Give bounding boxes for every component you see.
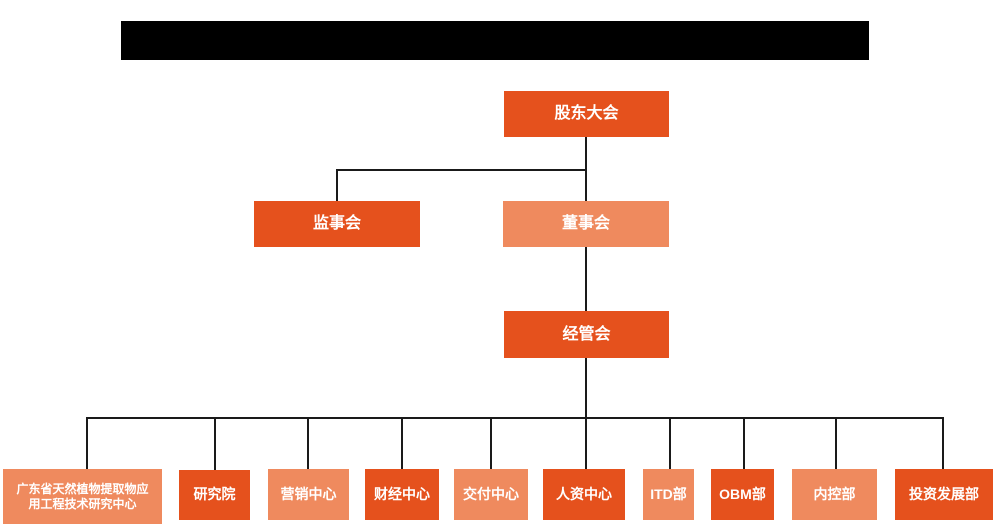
connector-line [835,417,837,470]
node-obm-department: OBM部 [711,469,774,520]
connector-line [669,417,671,470]
connector-line [401,417,403,470]
node-research-institute: 研究院 [179,470,250,520]
node-delivery-center: 交付中心 [454,469,528,520]
connector-line [585,169,587,201]
node-management-committee: 经管会 [504,311,669,358]
connector-line [307,417,309,470]
connector-line [585,358,587,417]
node-hr-center: 人资中心 [543,469,625,520]
node-board-of-directors: 董事会 [503,201,669,247]
connector-line [585,137,587,170]
connector-line [942,417,944,470]
node-shareholders-meeting: 股东大会 [504,91,669,137]
node-investment-development-department: 投资发展部 [895,469,993,520]
redacted-title-bar [121,21,869,60]
connector-line [336,169,338,201]
connector-line [585,417,587,470]
connector-line [585,247,587,311]
node-itd-department: ITD部 [643,469,694,520]
connector-line [743,417,745,470]
node-marketing-center: 营销中心 [268,469,349,520]
connector-line [86,417,944,419]
node-finance-center: 财经中心 [365,469,439,520]
connector-line [336,169,587,171]
node-supervisory-board: 监事会 [254,201,420,247]
connector-line [490,417,492,470]
connector-line [86,417,88,470]
connector-line [214,417,216,470]
node-research-center: 广东省天然植物提取物应 用工程技术研究中心 [3,469,162,524]
node-internal-control-department: 内控部 [792,469,877,520]
